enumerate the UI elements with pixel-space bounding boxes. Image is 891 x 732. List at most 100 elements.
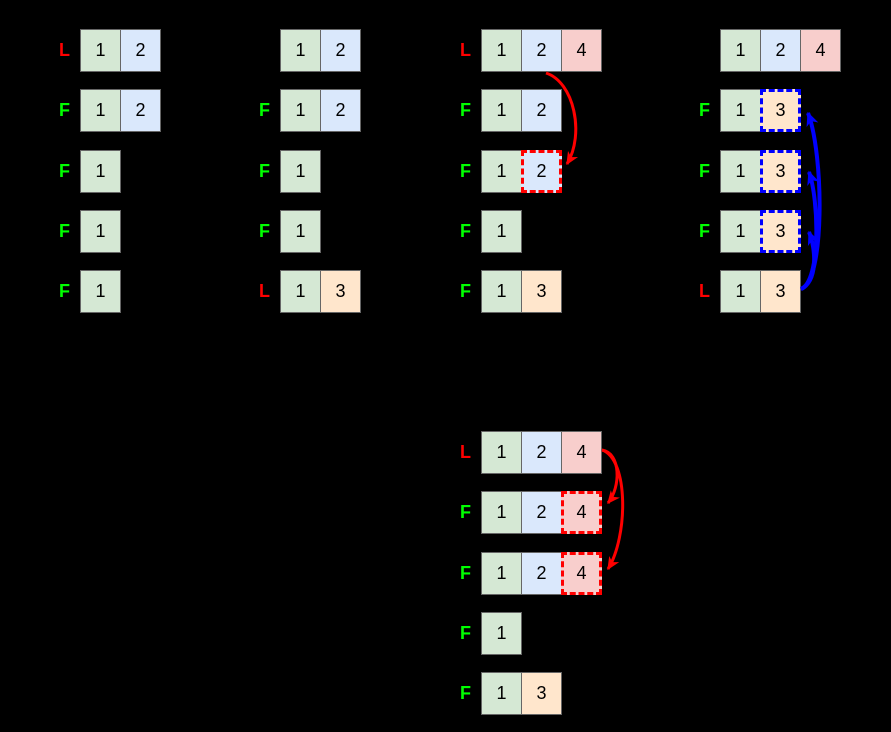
frozen-label: F (460, 100, 471, 121)
array-cell-highlighted: 2 (521, 149, 562, 193)
array-cell-highlighted: 4 (561, 491, 602, 535)
array-cell: 3 (521, 270, 562, 314)
frozen-label: F (699, 160, 710, 181)
array-cell: 1 (720, 209, 761, 253)
latest-label: L (59, 40, 70, 60)
array-cell: 1 (280, 270, 321, 314)
array-cell: 1 (720, 270, 761, 314)
array-cell: 1 (481, 89, 522, 133)
frozen-label: F (460, 683, 471, 704)
array-cell: 1 (481, 149, 522, 193)
array-cell: 2 (521, 551, 562, 595)
array-cell: 1 (80, 89, 121, 133)
frozen-label: F (460, 220, 471, 241)
copy-cell-4-arrow-2 (601, 448, 625, 571)
array-cell: 1 (80, 29, 121, 72)
frozen-label: F (59, 100, 70, 121)
array-cell: 2 (521, 491, 562, 535)
array-cell: 3 (521, 672, 562, 716)
array-cell: 2 (521, 89, 562, 133)
array-cell: 1 (80, 149, 121, 193)
array-cell: 1 (481, 209, 522, 253)
array-cell: 1 (481, 672, 522, 716)
frozen-label: F (460, 502, 471, 523)
array-cell: 2 (120, 89, 161, 133)
frozen-label: F (460, 281, 471, 302)
array-cell: 1 (280, 209, 321, 253)
array-cell: 2 (120, 29, 161, 72)
array-cell: 1 (280, 89, 321, 133)
frozen-label: F (259, 100, 270, 121)
frozen-label: F (59, 220, 70, 241)
array-cell-highlighted: 3 (760, 89, 801, 133)
array-cell: 1 (720, 149, 761, 193)
array-cell: 1 (481, 270, 522, 314)
frozen-label: F (699, 220, 710, 241)
array-cell: 1 (80, 209, 121, 253)
array-cell: 3 (760, 270, 801, 314)
latest-label: L (460, 442, 471, 462)
array-cell: 3 (320, 270, 361, 314)
copy-cell-4-arrow-1 (601, 448, 620, 505)
array-cell-highlighted: 3 (760, 209, 801, 253)
array-cell: 1 (720, 89, 761, 133)
array-cell: 4 (561, 29, 602, 72)
array-cell: 1 (481, 491, 522, 535)
array-cell: 2 (320, 89, 361, 133)
latest-label: L (699, 281, 710, 302)
array-cell: 2 (521, 431, 562, 474)
array-cell: 2 (320, 29, 361, 72)
array-cell: 1 (280, 29, 321, 72)
array-cell: 1 (481, 431, 522, 474)
latest-label: L (259, 281, 270, 302)
frozen-label: F (59, 160, 70, 181)
array-cell: 1 (280, 149, 321, 193)
frozen-label: F (699, 100, 710, 121)
frozen-label: F (460, 160, 471, 181)
array-cell: 2 (760, 29, 801, 72)
array-cell: 1 (481, 611, 522, 655)
array-cell: 1 (481, 29, 522, 72)
array-cell: 4 (561, 431, 602, 474)
array-cell-highlighted: 3 (760, 149, 801, 193)
array-cell: 4 (800, 29, 841, 72)
latest-label: L (460, 40, 471, 60)
frozen-label: F (59, 281, 70, 302)
frozen-label: F (460, 562, 471, 583)
frozen-label: F (460, 622, 471, 643)
array-cell-highlighted: 4 (561, 551, 602, 595)
frozen-label: F (259, 220, 270, 241)
frozen-label: F (259, 160, 270, 181)
array-cell: 1 (720, 29, 761, 72)
array-cell: 1 (80, 270, 121, 314)
array-cell: 1 (481, 551, 522, 595)
